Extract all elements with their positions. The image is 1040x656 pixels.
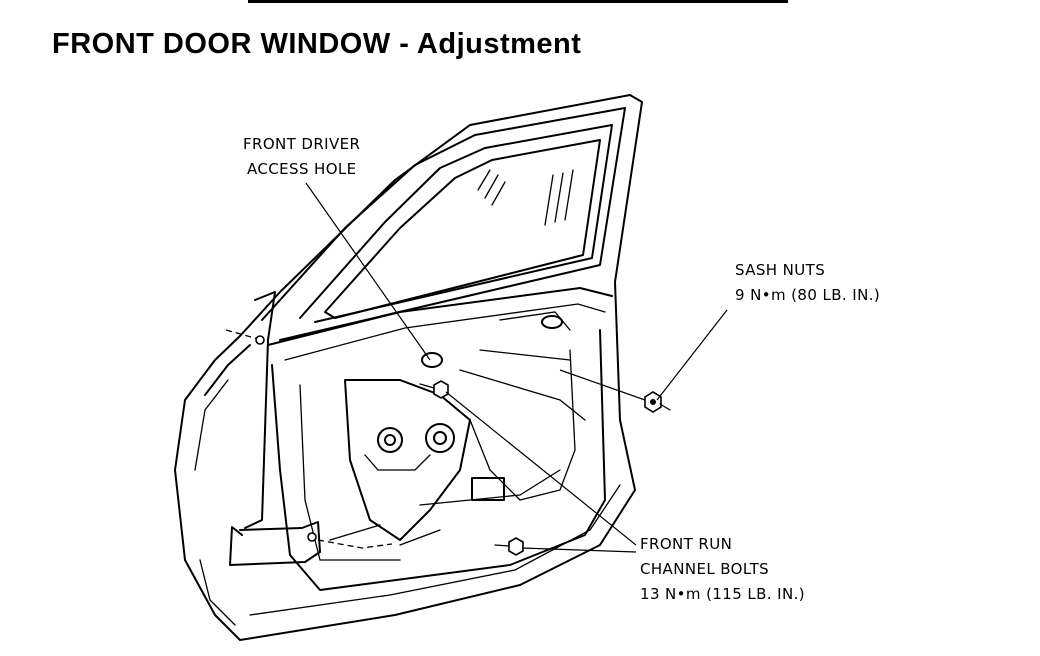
sash-nuts-label-line2: 9 N•m (80 LB. IN.): [735, 286, 881, 304]
window-glass: [324, 139, 601, 319]
access-hole-label: FRONT DRIVER ACCESS HOLE: [243, 132, 360, 182]
front-run-channel: [225, 291, 321, 566]
sash-nut: [644, 391, 671, 413]
access-hole: [421, 352, 443, 368]
window-motor: [364, 423, 455, 471]
page-title: FRONT DOOR WINDOW - Adjustment: [52, 28, 582, 60]
window-frame: [261, 107, 626, 341]
run-channel-bolt: [494, 537, 524, 556]
inner-door-panel: [267, 287, 613, 591]
access-hole-label-line1: FRONT DRIVER: [243, 135, 361, 153]
sash-nuts-label-line1: SASH NUTS: [735, 261, 826, 279]
leader-lines: [305, 182, 728, 553]
run-channel-bolts-label-line1: FRONT RUN: [640, 535, 733, 553]
run-channel-bolts-label: FRONT RUN CHANNEL BOLTS 13 N•m (115 LB. …: [640, 532, 805, 607]
sash-nuts-label: SASH NUTS 9 N•m (80 LB. IN.): [735, 258, 880, 308]
run-channel-bolts-label-line3: 13 N•m (115 LB. IN.): [640, 585, 806, 603]
run-channel-bolts-label-line2: CHANNEL BOLTS: [640, 560, 770, 578]
top-rule: [248, 0, 788, 3]
access-hole-label-line2: ACCESS HOLE: [247, 160, 357, 178]
door-outer-panel: [174, 94, 643, 641]
